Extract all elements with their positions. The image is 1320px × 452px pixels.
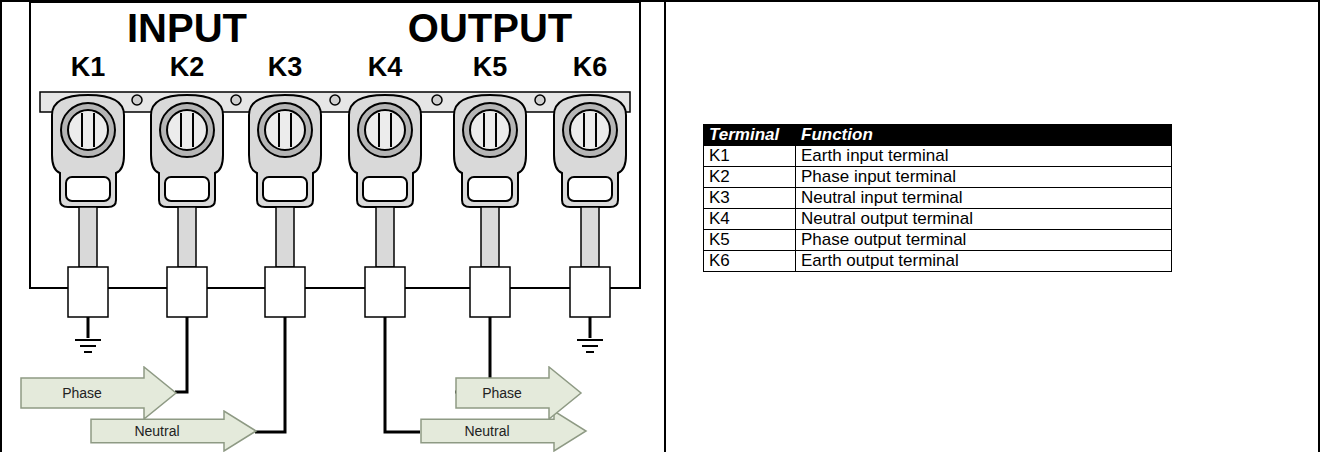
table-cell: K6 xyxy=(703,250,796,272)
signal-arrow: Phase xyxy=(20,366,178,420)
table-cell: Phase input terminal xyxy=(795,166,1172,188)
table-cell: K5 xyxy=(703,229,796,251)
table-cell: K4 xyxy=(703,208,796,230)
table-cell: K3 xyxy=(703,187,796,209)
terminal-number: K1 xyxy=(71,52,106,83)
section-heading: OUTPUT xyxy=(408,6,572,51)
terminal-number: K6 xyxy=(573,52,608,83)
table-cell: Earth output terminal xyxy=(795,250,1172,272)
table-cell: Neutral input terminal xyxy=(795,187,1172,209)
arrow-label: Neutral xyxy=(134,423,179,439)
signal-arrow: Phase xyxy=(455,366,583,420)
table-cell: Phase output terminal xyxy=(795,229,1172,251)
signal-arrow: Neutral xyxy=(90,410,258,452)
table-cell: K1 xyxy=(703,145,796,167)
table-cell: K2 xyxy=(703,166,796,188)
arrow-label: Phase xyxy=(62,385,102,401)
table-header: Function xyxy=(795,124,1172,146)
arrow-label: Phase xyxy=(482,385,522,401)
terminal-number: K2 xyxy=(170,52,205,83)
terminal-number: K5 xyxy=(473,52,508,83)
terminal-number: K4 xyxy=(368,52,403,83)
table-cell: Neutral output terminal xyxy=(795,208,1172,230)
arrow-label: Neutral xyxy=(464,423,509,439)
table-header: Terminal xyxy=(703,124,796,146)
table-cell: Earth input terminal xyxy=(795,145,1172,167)
section-heading: INPUT xyxy=(127,6,247,51)
terminal-number: K3 xyxy=(268,52,303,83)
signal-arrow: Neutral xyxy=(420,410,588,452)
